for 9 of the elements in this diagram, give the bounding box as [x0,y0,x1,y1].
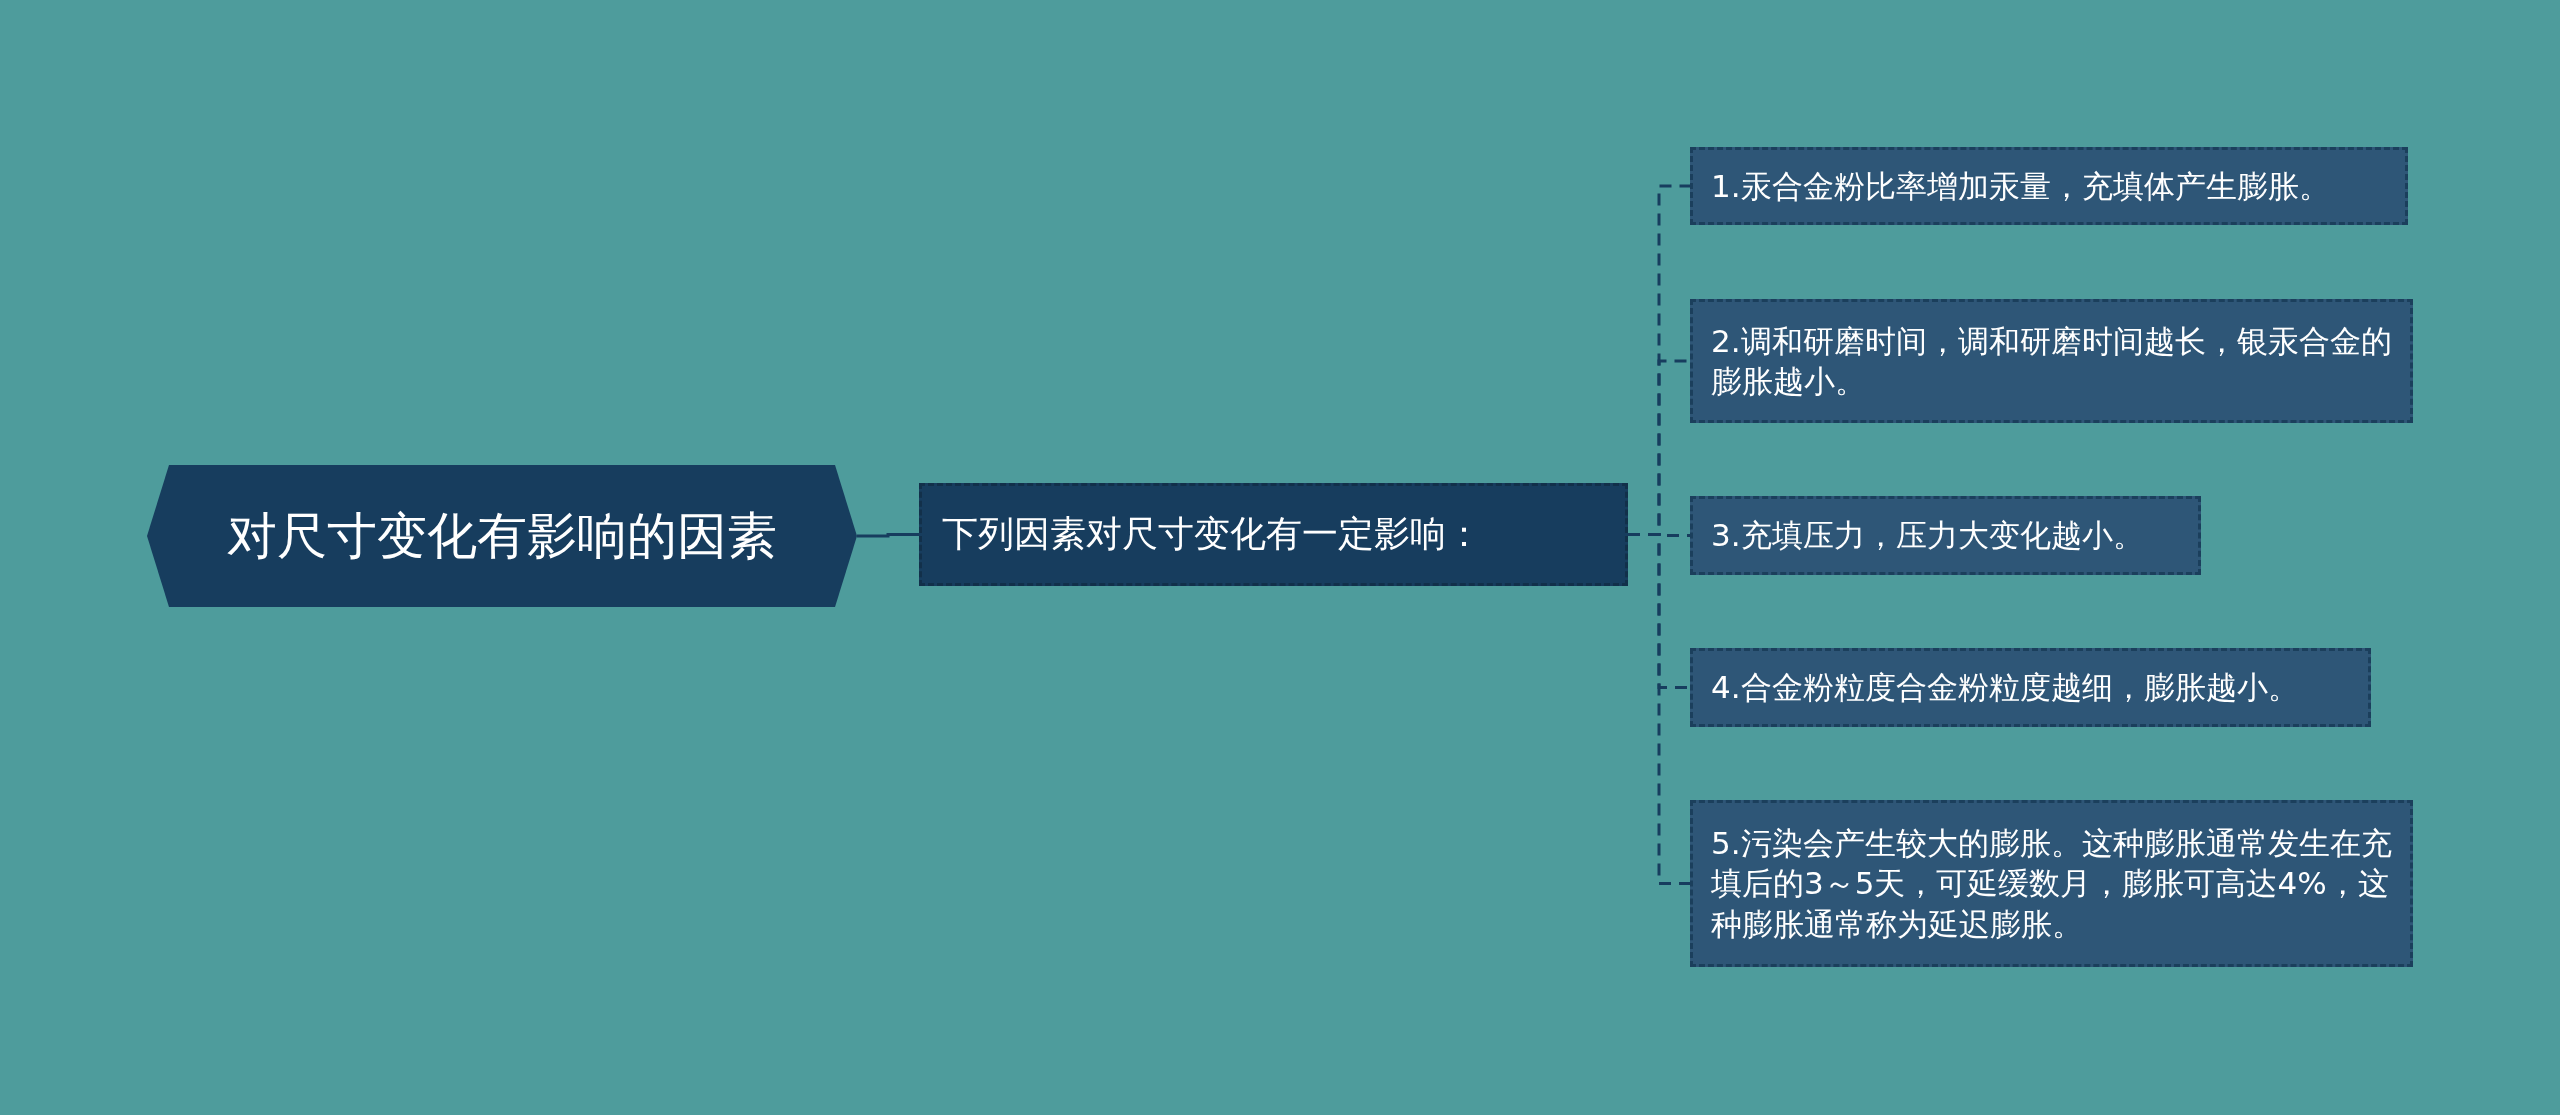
topic-hexagon: 对尺寸变化有影响的因素 [147,465,857,607]
subtopic-box: 下列因素对尺寸变化有一定影响： [919,483,1628,586]
detail-box: 4.合金粉粒度合金粉粒度越细，膨胀越小。 [1690,648,2371,727]
detail-box: 3.充填压力，压力大变化越小。 [1690,496,2201,575]
connector-line [857,533,919,538]
detail-box: 1.汞合金粉比率增加汞量，充填体产生膨胀。 [1690,147,2408,225]
connector-line [1628,533,1690,885]
detail-box: 2.调和研磨时间，调和研磨时间越长，银汞合金的膨胀越小。 [1690,299,2413,423]
detail-box: 5.污染会产生较大的膨胀。这种膨胀通常发生在充填后的3～5天，可延缓数月，膨胀可高达4%，这种膨胀通常称为延迟膨胀。 [1690,800,2413,967]
